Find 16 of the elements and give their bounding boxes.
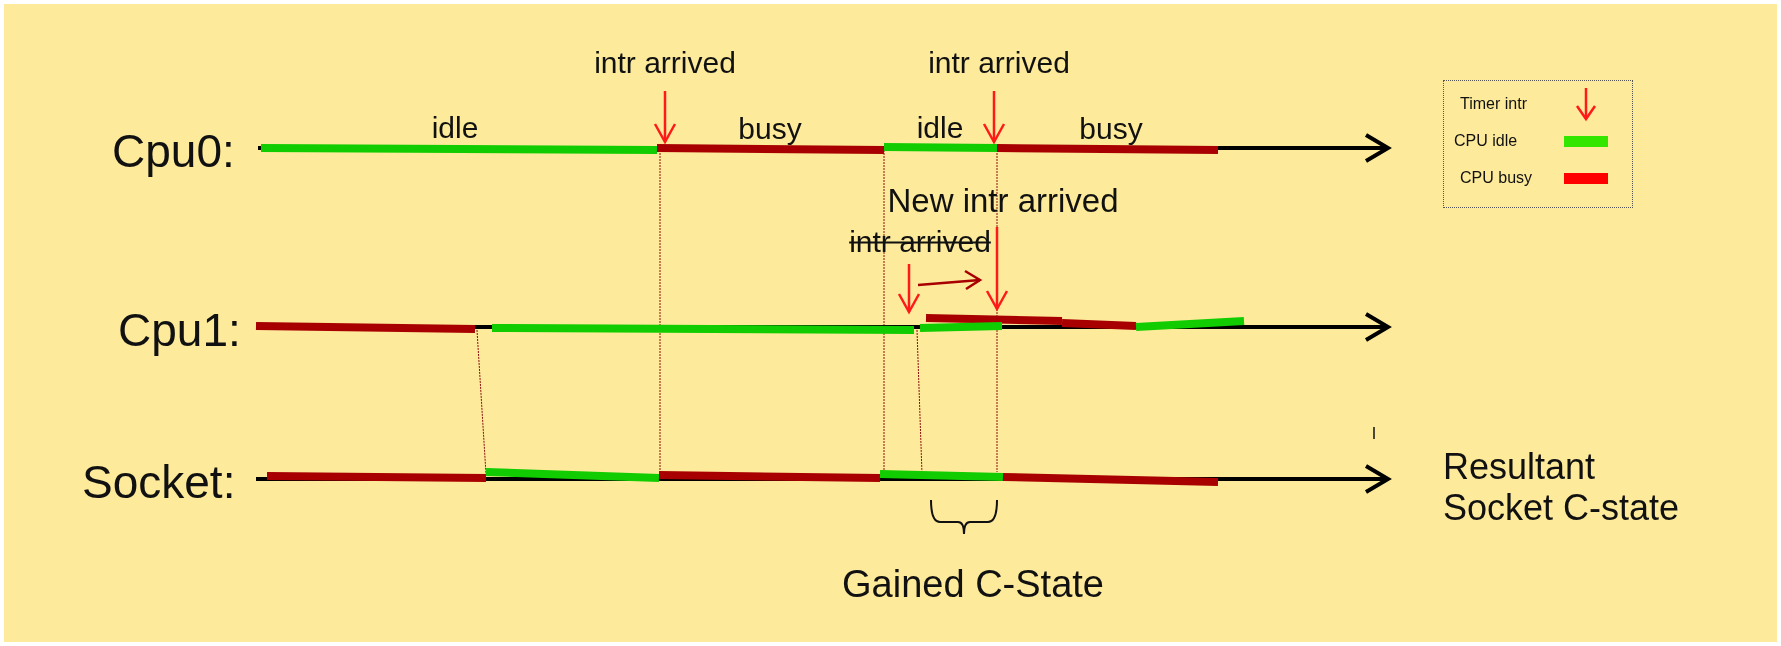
row-label: Socket:: [82, 455, 236, 509]
label: intr arrived: [594, 45, 736, 79]
row-label: Cpu1:: [118, 303, 241, 357]
result-label: Resultant Socket C-state: [1443, 445, 1713, 529]
label: busy: [1079, 111, 1143, 145]
row-label: Cpu0:: [112, 124, 235, 178]
label: busy: [738, 111, 802, 145]
label: idle: [431, 110, 479, 144]
label: idle: [916, 110, 964, 144]
legend-text: CPU busy: [1459, 169, 1533, 187]
legend-text: Timer intr: [1459, 95, 1527, 113]
label: intr arrived: [928, 45, 1070, 79]
label: New intr arrived: [887, 182, 1119, 220]
struck-label: intr arrived: [849, 224, 991, 258]
label: Gained C-State: [842, 564, 1104, 606]
legend-text: CPU idle: [1454, 132, 1518, 150]
